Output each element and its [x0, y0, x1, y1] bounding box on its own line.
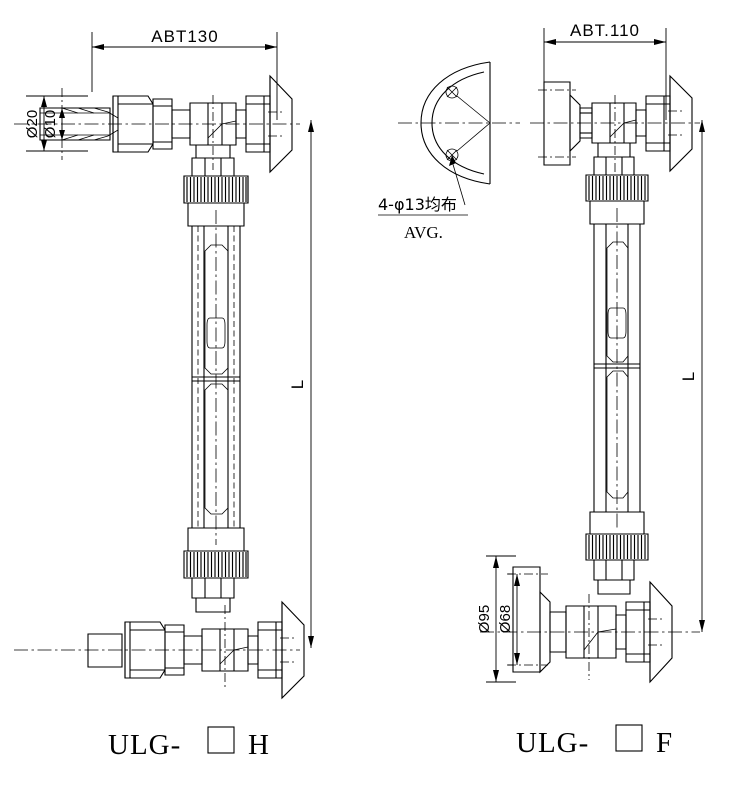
bolt-hole-note: 4-φ13均布 [378, 195, 457, 214]
right-gauge-tube [585, 174, 649, 561]
right-top-knurled-ring [585, 174, 649, 202]
dimension-abt110-label: ABT.110 [570, 21, 640, 40]
right-view-assembly: ABT.110 L [378, 21, 705, 759]
right-model-suffix: F [656, 727, 673, 759]
left-gauge-tube [183, 175, 249, 579]
arrowhead [265, 44, 277, 50]
dimension-L-left: L [288, 120, 314, 648]
arrowhead [654, 39, 666, 45]
dimension-L-right: L [679, 120, 705, 632]
right-model-label: ULG- F [516, 724, 673, 759]
top-knurled-ring [183, 175, 249, 204]
left-bottom-valve [14, 577, 305, 700]
dimension-L-right-label: L [679, 371, 698, 381]
arrowhead [308, 636, 314, 648]
bottom-knurled-ring [183, 550, 249, 579]
left-model-variant-box [207, 726, 235, 754]
arrowhead [493, 670, 499, 682]
left-top-valve [14, 74, 300, 177]
left-view-assembly: ABT130 L Ø20 Ø10 [14, 27, 314, 761]
right-bottom-knurled-ring [585, 533, 649, 561]
arrowhead [514, 574, 520, 586]
flange-face-view [398, 61, 520, 206]
dimension-abt130: ABT130 [91, 27, 278, 120]
right-model-prefix: ULG- [516, 727, 589, 759]
bolt-hole-upper [445, 85, 459, 99]
dimension-L-left-label: L [288, 379, 307, 389]
dimension-flange-diameters: Ø95 Ø68 [476, 555, 520, 683]
arrowhead [92, 44, 104, 50]
left-model-suffix: H [248, 729, 270, 761]
arrowhead [41, 96, 47, 107]
arrowhead [493, 556, 499, 568]
arrowhead [699, 620, 705, 632]
arrowhead [544, 39, 556, 45]
arrowhead [308, 120, 314, 132]
left-model-prefix: ULG- [108, 729, 181, 761]
arrowhead [699, 120, 705, 132]
dimension-abt110: ABT.110 [543, 21, 667, 120]
arrowhead [41, 140, 47, 151]
dimension-d95-label: Ø95 [476, 605, 493, 633]
bolt-hole-note-group: 4-φ13均布 AVG. [378, 195, 468, 242]
bolt-hole-note-translation: AVG. [404, 223, 443, 242]
arrowhead [514, 653, 520, 665]
right-bottom-valve: Ø95 Ø68 [476, 555, 700, 684]
right-top-valve [530, 74, 700, 176]
dimension-d68-label: Ø68 [497, 605, 514, 633]
dimension-abt130-label: ABT130 [151, 27, 218, 46]
arrowhead [449, 155, 456, 166]
left-model-label: ULG- H [108, 726, 270, 761]
right-model-variant-box [615, 724, 643, 752]
